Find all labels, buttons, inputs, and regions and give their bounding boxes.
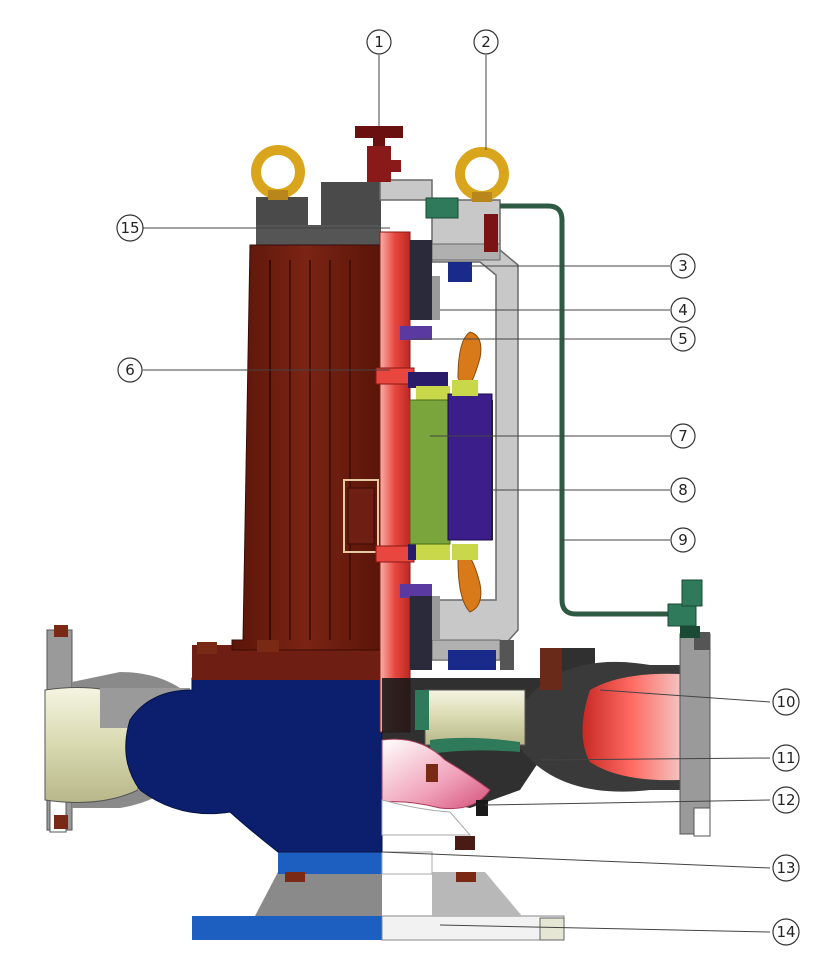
callout-5: 5 — [670, 326, 696, 352]
callout-2: 2 — [473, 29, 499, 55]
callout-3-label: 3 — [678, 257, 688, 275]
callout-7: 7 — [670, 423, 696, 449]
callout-4-label: 4 — [678, 301, 688, 319]
callout-6: 6 — [117, 357, 143, 383]
callout-6-label: 6 — [125, 361, 135, 379]
callout-13-label: 13 — [776, 859, 795, 877]
impeller — [381, 648, 562, 850]
motor-casing — [231, 182, 381, 652]
circulation-pipe — [425, 197, 703, 638]
lifting-ring-left — [251, 145, 305, 200]
callout-2-label: 2 — [481, 33, 491, 51]
callout-1-label: 1 — [374, 33, 384, 51]
shaft — [375, 231, 415, 733]
lower-bearing — [400, 584, 514, 670]
callout-7-label: 7 — [678, 427, 688, 445]
callout-12: 12 — [772, 786, 800, 814]
callout-10: 10 — [772, 688, 800, 716]
callout-10-label: 10 — [776, 693, 795, 711]
callout-15: 15 — [116, 214, 144, 242]
callout-11: 11 — [772, 744, 800, 772]
callout-5-label: 5 — [678, 330, 688, 348]
rotor-stator — [408, 331, 493, 613]
leader-lines — [143, 55, 771, 933]
callout-4: 4 — [670, 297, 696, 323]
callout-1: 1 — [366, 29, 392, 55]
vent-valve — [355, 126, 403, 182]
callout-15-label: 15 — [120, 219, 139, 237]
callout-8-label: 8 — [678, 481, 688, 499]
callout-8: 8 — [670, 477, 696, 503]
callout-14: 14 — [772, 918, 800, 946]
callout-9: 9 — [670, 527, 696, 553]
callout-12-label: 12 — [776, 791, 795, 809]
callout-9-label: 9 — [678, 531, 688, 549]
lifting-ring-right — [455, 147, 509, 252]
pump-body — [125, 642, 383, 853]
callout-3: 3 — [670, 253, 696, 279]
callout-11-label: 11 — [776, 749, 795, 767]
base-feet — [192, 851, 565, 941]
upper-bearing — [400, 240, 472, 340]
callout-14-label: 14 — [776, 923, 795, 941]
callout-13: 13 — [772, 854, 800, 882]
